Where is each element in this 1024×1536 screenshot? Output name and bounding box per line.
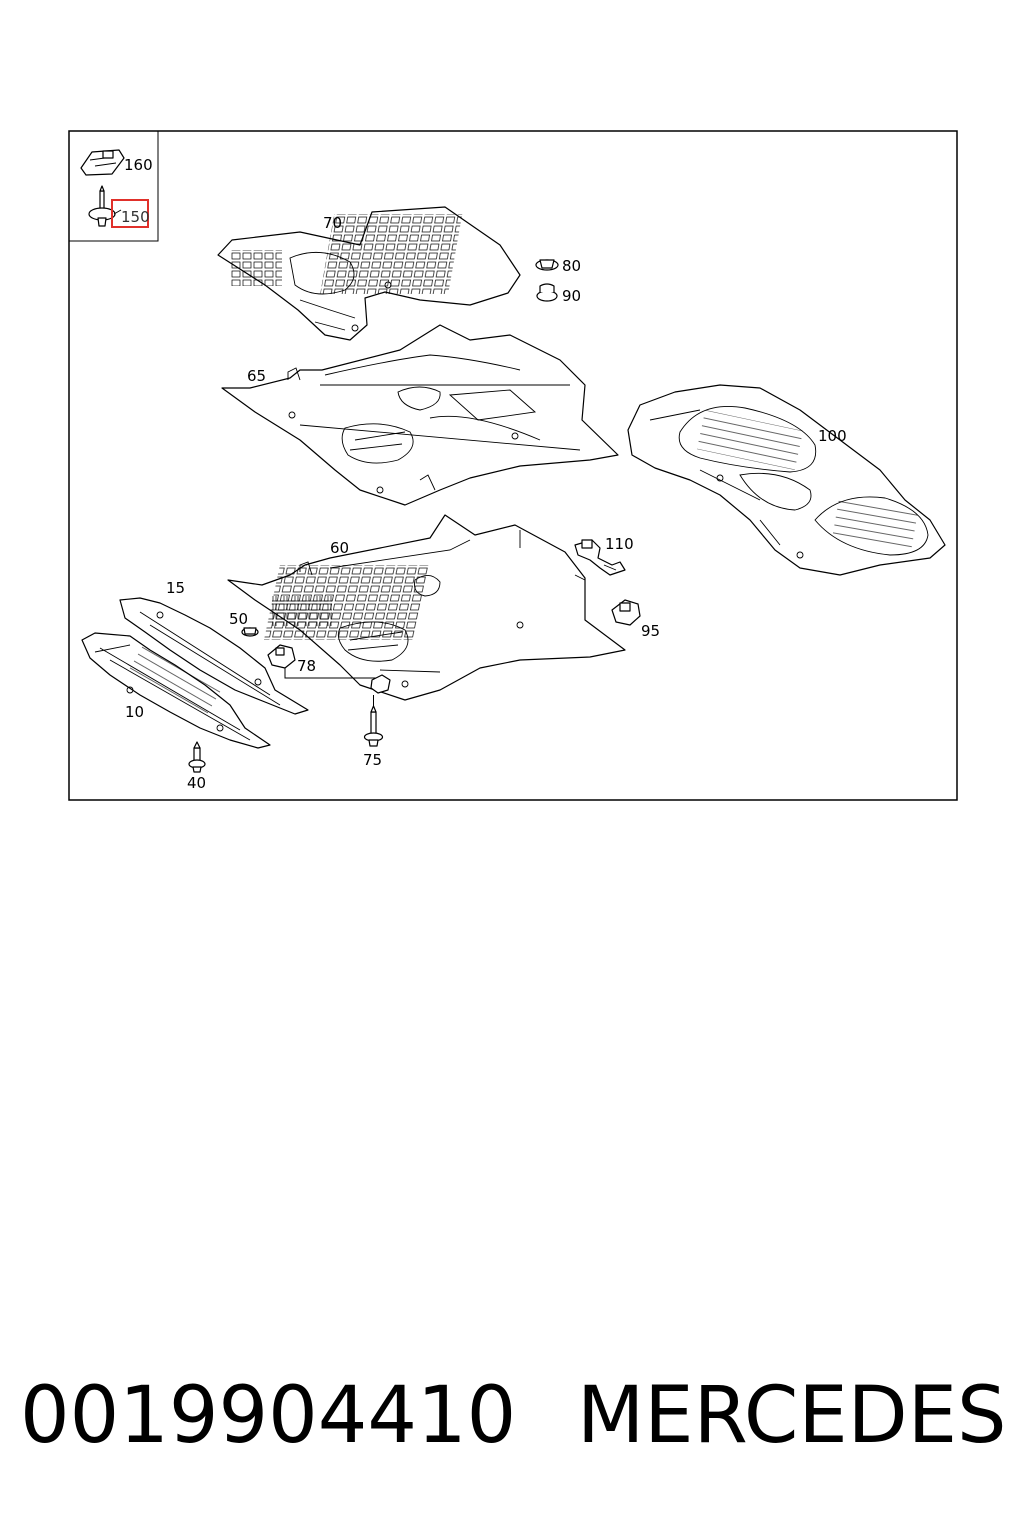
callout-60: 60 xyxy=(330,539,349,557)
part-90-grommet xyxy=(536,283,558,302)
part-60-panel xyxy=(227,514,626,701)
part-110-bracket xyxy=(574,539,626,576)
callout-160: 160 xyxy=(124,156,153,174)
callout-80: 80 xyxy=(562,257,581,275)
part-65-panel xyxy=(221,324,619,506)
caption: 0019904410 MERCEDES xyxy=(0,1366,1024,1476)
highlight-box xyxy=(111,199,149,228)
diagram-frame xyxy=(68,130,958,801)
callout-10: 10 xyxy=(125,703,144,721)
callout-95: 95 xyxy=(641,622,660,640)
part-80-nut xyxy=(535,259,559,271)
callout-78: 78 xyxy=(297,657,316,675)
part-50-nut xyxy=(241,627,259,637)
callout-40: 40 xyxy=(187,774,206,792)
callout-110: 110 xyxy=(605,535,634,553)
callout-15: 15 xyxy=(166,579,185,597)
callout-70: 70 xyxy=(323,214,342,232)
part-70-panel xyxy=(217,206,521,341)
part-15-trim xyxy=(119,597,309,715)
callout-150: 150 xyxy=(121,208,150,226)
part-78-clip xyxy=(267,644,391,694)
parts-diagram: 160 150 70 80 90 xyxy=(68,130,958,801)
clip-icon xyxy=(80,149,125,176)
part-10-trim xyxy=(81,632,271,749)
part-40-screw xyxy=(188,741,206,773)
part-100-panel xyxy=(627,384,946,576)
part-number: 0019904410 xyxy=(20,1371,517,1461)
legend-box: 160 150 xyxy=(69,131,159,242)
callout-100: 100 xyxy=(818,427,847,445)
callout-65: 65 xyxy=(247,367,266,385)
brand-name: MERCEDES xyxy=(577,1371,1007,1461)
screw-icon xyxy=(88,185,116,227)
part-95-clip xyxy=(611,599,641,626)
part-75-screw xyxy=(363,695,384,747)
callout-75: 75 xyxy=(363,751,382,769)
callout-90: 90 xyxy=(562,287,581,305)
callout-50: 50 xyxy=(229,610,248,628)
